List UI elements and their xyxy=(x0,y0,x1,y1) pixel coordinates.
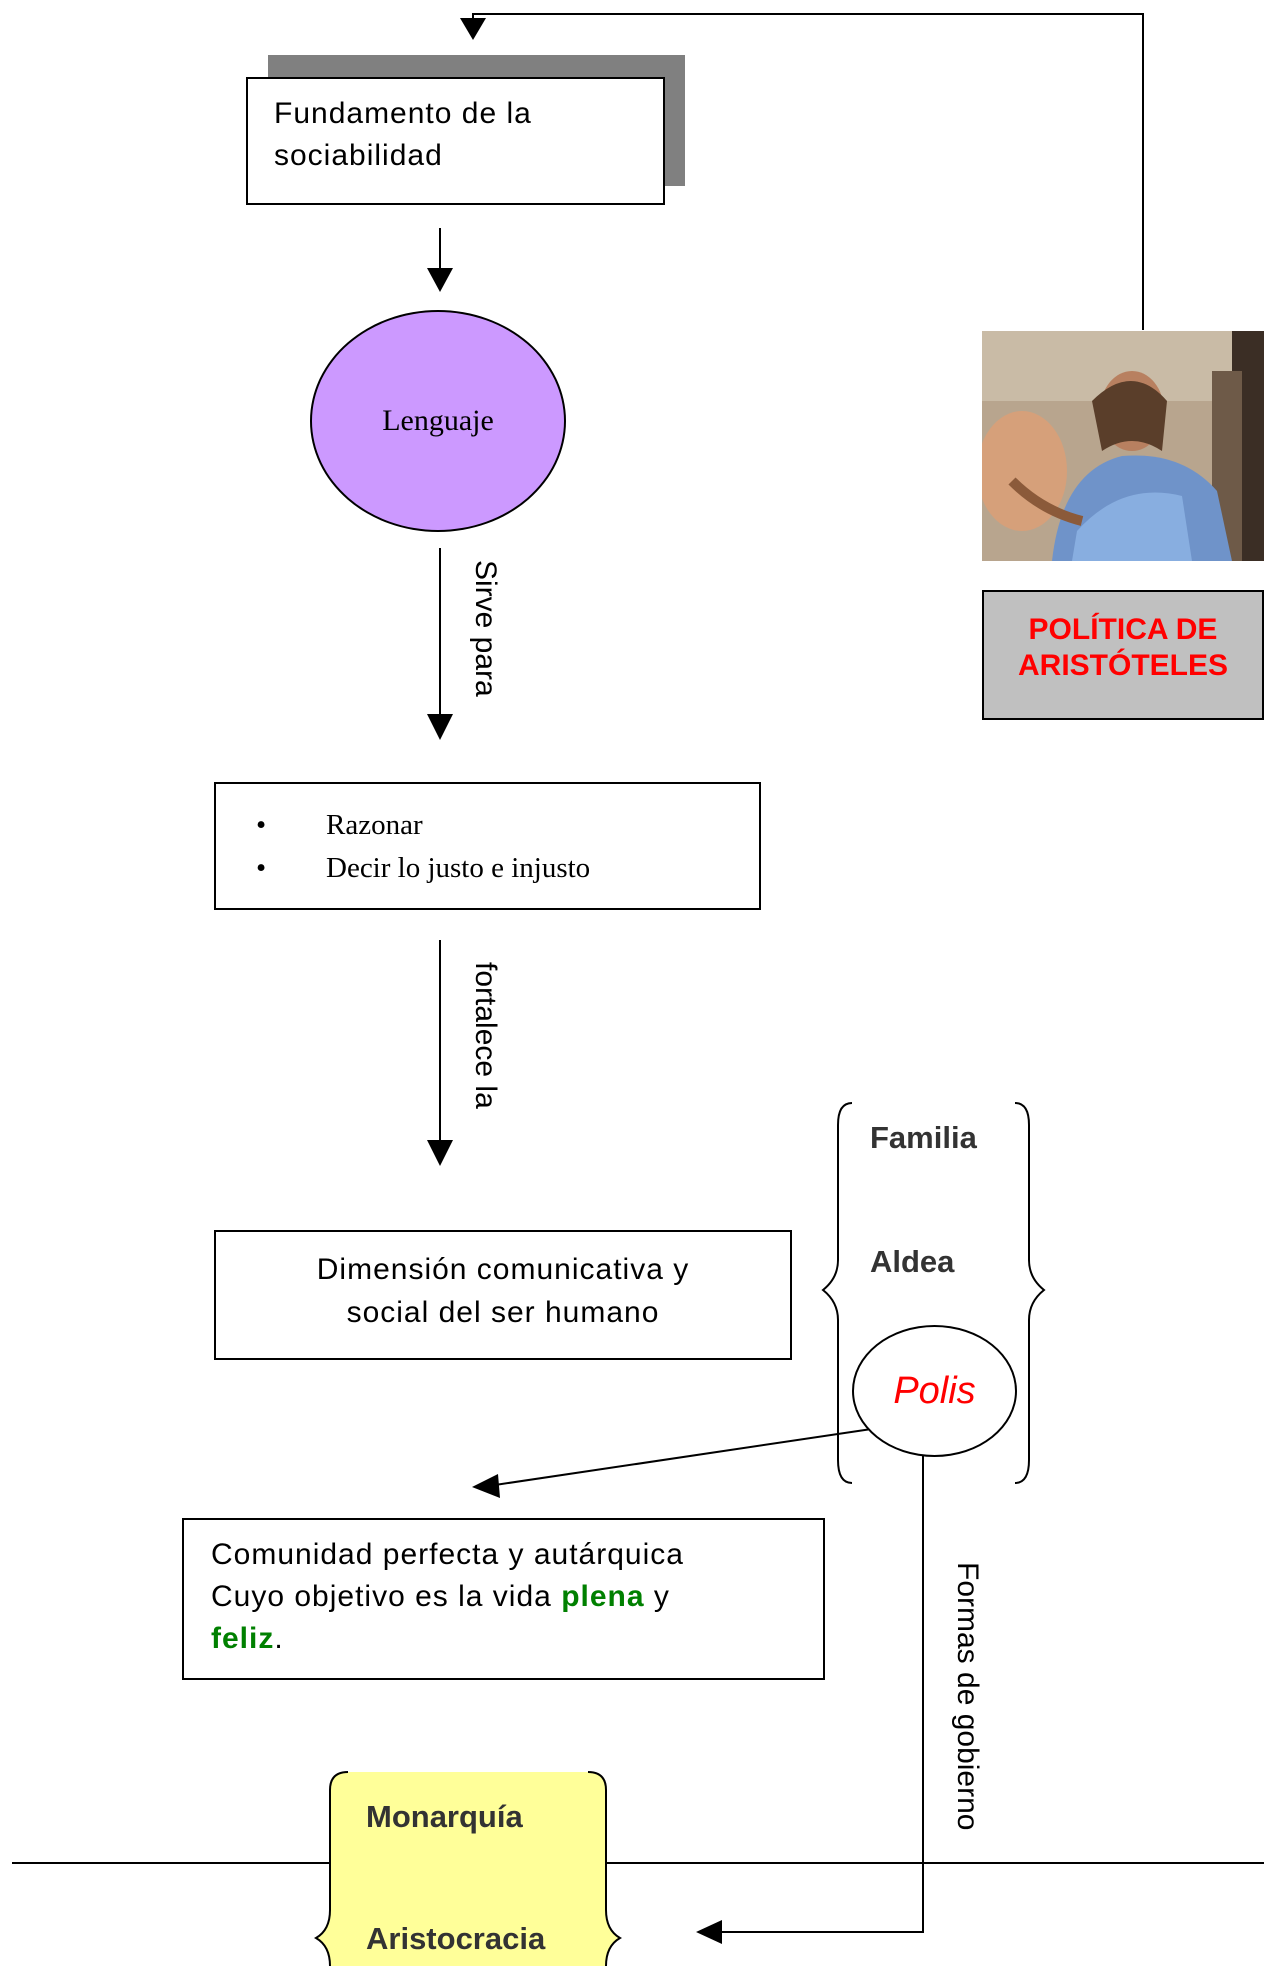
comunidad-line2: Cuyo objetivo es la vida plena y xyxy=(211,1580,670,1613)
funciones-box: • Razonar • Decir lo justo e injusto xyxy=(214,782,761,910)
funcion-razonar: Razonar xyxy=(326,809,423,841)
stage-polis: Polis xyxy=(893,1369,976,1412)
politica-line1: POLÍTICA DE xyxy=(1028,613,1218,646)
sociabilidad-box: Fundamento de la sociabilidad xyxy=(246,77,665,205)
highlight-feliz: feliz xyxy=(211,1622,275,1655)
left-brace xyxy=(821,1102,853,1484)
arrowhead-gobierno xyxy=(696,1920,722,1944)
lenguaje-label: Lenguaje xyxy=(382,404,494,437)
lenguaje-node: Lenguaje xyxy=(310,310,566,532)
funcion-decir: Decir lo justo e injusto xyxy=(326,852,591,884)
comunidad-box: Comunidad perfecta y autárquica Cuyo obj… xyxy=(182,1518,825,1680)
sociabilidad-line1: Fundamento de la xyxy=(274,97,532,130)
dimension-box: Dimensión comunicativa y social del ser … xyxy=(214,1230,792,1360)
politica-line2: ARISTÓTELES xyxy=(1017,649,1228,682)
arrowhead-comunidad xyxy=(472,1474,500,1498)
stage-aldea: Aldea xyxy=(870,1244,955,1279)
fortalece-la-label: fortalece la xyxy=(469,962,502,1109)
arrowhead-lenguaje xyxy=(427,268,453,292)
portrait-image xyxy=(982,331,1264,561)
gobierno-aristocracia: Aristocracia xyxy=(366,1921,546,1956)
list-item: • Razonar xyxy=(236,804,739,847)
list-item: • Decir lo justo e injusto xyxy=(236,847,739,890)
gobierno-monarquia: Monarquía xyxy=(366,1799,523,1834)
comunidad-line1: Comunidad perfecta y autárquica xyxy=(211,1538,684,1571)
arrowhead-dimension xyxy=(427,1140,453,1166)
politica-title-box: POLÍTICA DE ARISTÓTELES xyxy=(982,590,1264,720)
sirve-para-label: Sirve para xyxy=(469,560,502,697)
bullet-icon: • xyxy=(256,809,267,841)
dimension-line2: social del ser humano xyxy=(346,1296,660,1329)
highlight-plena: plena xyxy=(561,1580,645,1613)
sociabilidad-line2: sociabilidad xyxy=(274,139,443,172)
dimension-line1: Dimensión comunicativa y xyxy=(316,1253,690,1286)
arrowhead-funciones xyxy=(427,714,453,740)
polis-node: Polis xyxy=(852,1325,1017,1457)
formas-de-gobierno-label: Formas de gobierno xyxy=(951,1562,984,1831)
return-arrowhead xyxy=(460,18,486,40)
bullet-icon: • xyxy=(256,852,267,884)
right-brace xyxy=(1014,1102,1046,1484)
aristotle-portrait xyxy=(982,331,1264,561)
stage-familia: Familia xyxy=(870,1120,977,1155)
comunidad-line3: feliz. xyxy=(211,1622,284,1655)
